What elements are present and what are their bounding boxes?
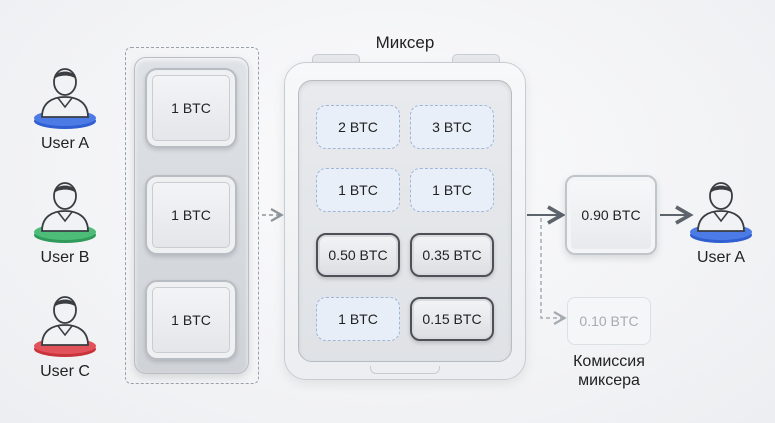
user-c-label: User C bbox=[40, 363, 90, 380]
user-a-input: User A bbox=[20, 63, 110, 153]
fee-label-line2: миксера bbox=[578, 372, 640, 389]
arrow-mixer-to-fee bbox=[540, 218, 567, 325]
user-a-output: User A bbox=[676, 177, 766, 267]
mixer-foot bbox=[370, 366, 440, 374]
fee-label-line1: Комиссия bbox=[573, 353, 645, 370]
mixer-token: 2 BTC bbox=[316, 105, 400, 149]
input-coin-a: 1 BTC bbox=[145, 68, 237, 148]
user-avatar-icon bbox=[690, 182, 752, 243]
output-coin: 0.90 BTC bbox=[565, 175, 657, 255]
input-coin-c: 1 BTC bbox=[145, 280, 237, 360]
mixer-tab-right bbox=[452, 54, 500, 64]
user-avatar-icon bbox=[34, 182, 96, 243]
mixer-tab-left bbox=[312, 54, 360, 64]
mixer-token: 0.50 BTC bbox=[316, 233, 400, 277]
user-avatar-icon bbox=[34, 296, 96, 357]
fee-coin: 0.10 BTC bbox=[567, 297, 651, 345]
input-coin-b: 1 BTC bbox=[145, 175, 237, 255]
mixer-token: 0.35 BTC bbox=[410, 233, 494, 277]
user-a-output-label: User A bbox=[696, 249, 745, 266]
mixer-token: 0.15 BTC bbox=[410, 297, 494, 341]
inputs-group-outline bbox=[125, 47, 259, 384]
fee-label: Комиссия миксера bbox=[549, 352, 669, 390]
mixer-token: 1 BTC bbox=[316, 297, 400, 341]
user-avatar-icon bbox=[34, 68, 96, 129]
mixer-token: 1 BTC bbox=[316, 168, 400, 212]
mixer-token: 1 BTC bbox=[410, 168, 494, 212]
mixer-token: 3 BTC bbox=[410, 105, 494, 149]
user-c-input: User C bbox=[20, 291, 110, 381]
user-b-input: User B bbox=[20, 177, 110, 267]
user-b-label: User B bbox=[40, 249, 90, 266]
user-a-label: User A bbox=[40, 135, 89, 152]
mixer-title: Миксер bbox=[375, 33, 435, 52]
